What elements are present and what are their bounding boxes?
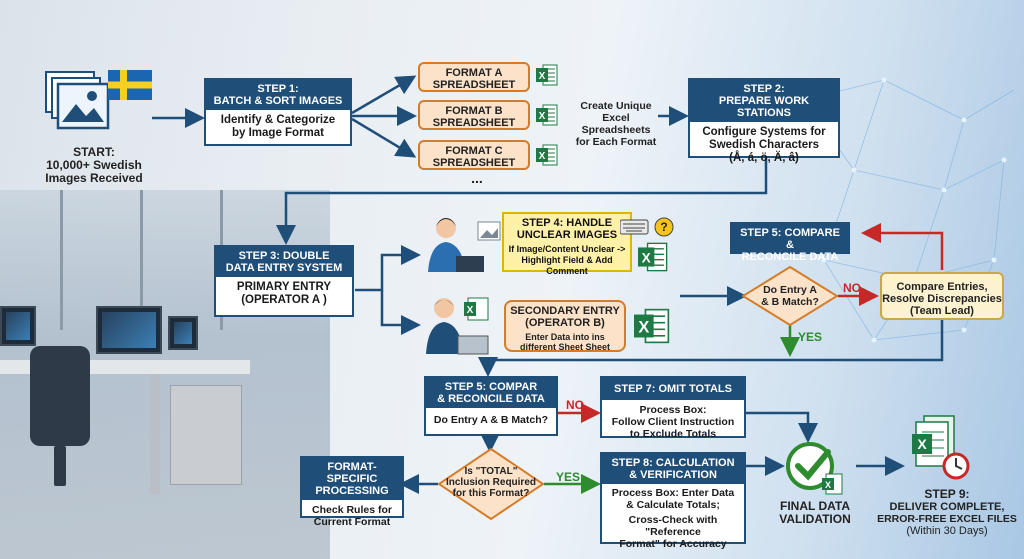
arrow-step1-to-format-c bbox=[351, 117, 417, 158]
svg-text:X: X bbox=[467, 305, 474, 316]
svg-text:X: X bbox=[825, 480, 831, 490]
svg-text:?: ? bbox=[660, 220, 667, 234]
more-formats-ellipsis: ... bbox=[471, 170, 483, 186]
arrow-step3-to-secondary bbox=[380, 290, 421, 335]
sweden-flag-icon bbox=[108, 70, 152, 100]
file-cabinet bbox=[170, 385, 242, 485]
step9-label: STEP 9: DELIVER COMPLETE, ERROR-FREE EXC… bbox=[877, 487, 1017, 538]
arrow-step1-to-format-a bbox=[351, 75, 417, 115]
office-monitor bbox=[96, 306, 162, 354]
step5-compar-box: STEP 5: COMPAR& RECONCILE DATA Do Entry … bbox=[424, 376, 558, 436]
excel-icon: X bbox=[536, 64, 558, 86]
step8-box: STEP 8: CALCULATION& VERIFICATION Proces… bbox=[600, 452, 746, 550]
svg-text:X: X bbox=[539, 151, 546, 162]
svg-text:X: X bbox=[539, 71, 546, 82]
office-chair bbox=[30, 346, 90, 446]
operator-b-icon: X bbox=[426, 297, 489, 355]
step7-box: STEP 7: OMIT TOTALS Process Box:Follow C… bbox=[600, 376, 746, 440]
arrow-step7-to-final bbox=[746, 411, 818, 443]
images-stack-icon bbox=[45, 71, 110, 130]
step1-box: STEP 1:BATCH & SORT IMAGES Identify & Ca… bbox=[204, 78, 352, 146]
yes-label: YES bbox=[556, 470, 581, 484]
validation-check-icon: X bbox=[786, 442, 843, 495]
excel-icon: X bbox=[536, 144, 558, 166]
window-frame bbox=[140, 190, 143, 330]
svg-text:X: X bbox=[638, 319, 649, 337]
arrow-step5a-down bbox=[478, 320, 944, 377]
excel-icon: X bbox=[536, 104, 558, 126]
excel-deliver-icon: X bbox=[912, 415, 970, 480]
step2-box: STEP 2:PREPARE WORK STATIONS Configure S… bbox=[688, 78, 840, 164]
window-frame bbox=[60, 190, 63, 330]
yes-label: YES bbox=[798, 330, 823, 344]
excel-icon: X bbox=[638, 242, 668, 272]
excel-icon: X bbox=[634, 308, 670, 344]
keyboard-question-icon: ? bbox=[620, 217, 674, 237]
desk-leg bbox=[150, 374, 160, 494]
resolve-discrepancies-box: Compare Entries,Resolve Discrepancies(Te… bbox=[880, 272, 1004, 320]
step5-compare-box: STEP 5: COMPARE &RECONCILE DATA bbox=[730, 222, 850, 263]
no-label: NO bbox=[843, 281, 861, 295]
svg-text:X: X bbox=[642, 250, 651, 265]
no-label: NO bbox=[566, 398, 584, 412]
svg-text:X: X bbox=[917, 436, 927, 452]
arrow-step2-to-step3 bbox=[276, 158, 768, 245]
arrow-resolve-back bbox=[861, 223, 944, 270]
arrow-step3-to-primary bbox=[355, 245, 421, 292]
office-monitor bbox=[168, 316, 198, 350]
secondary-entry-box: SECONDARY ENTRY(OPERATOR B) Enter Data i… bbox=[504, 300, 626, 352]
office-chair-stem bbox=[54, 446, 66, 486]
operator-a-icon bbox=[428, 218, 501, 272]
office-monitor bbox=[0, 306, 36, 346]
svg-text:X: X bbox=[539, 111, 546, 122]
entries-match-decision: Do Entry A& B Match? bbox=[742, 266, 838, 326]
